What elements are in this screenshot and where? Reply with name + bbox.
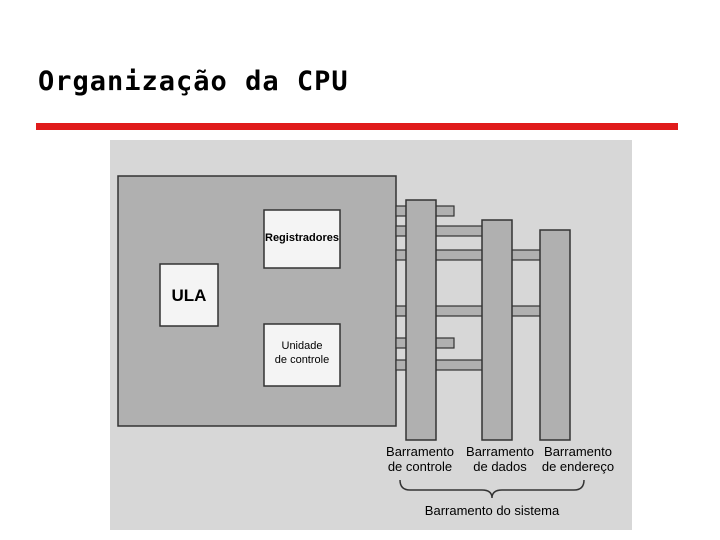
control-unit-label: Unidade de controle [264,339,340,367]
title-divider [36,123,678,130]
control-unit-box [263,323,341,387]
system-bus-label: Barramento do sistema [424,503,560,518]
control-bus-label-line1: Barramento [386,444,454,459]
registers-box [263,209,341,269]
data-bus-bar [481,219,513,441]
address-bus-label: Barramento de endereço [536,444,620,474]
control-bus-label: Barramento de controle [380,444,460,474]
address-bus-label-line2: de endereço [541,459,615,474]
registers-label: Registradores [265,232,339,244]
alu-box [159,263,219,327]
data-bus-label-line2: de dados [473,459,527,474]
control-unit-label-line1: Unidade [281,340,323,352]
address-bus-label-line1: Barramento [544,444,612,459]
system-bus-brace [399,479,585,499]
address-bus-bar [539,229,571,441]
control-bus-label-line2: de controle [387,459,453,474]
control-unit-label-line2: de controle [274,354,330,366]
cpu-diagram [117,175,585,499]
alu-label: ULA [171,286,207,305]
data-bus-label: Barramento de dados [460,444,540,474]
data-bus-label-line1: Barramento [466,444,534,459]
control-bus-bar [405,199,437,441]
slide-title: Organização da CPU [38,66,349,97]
